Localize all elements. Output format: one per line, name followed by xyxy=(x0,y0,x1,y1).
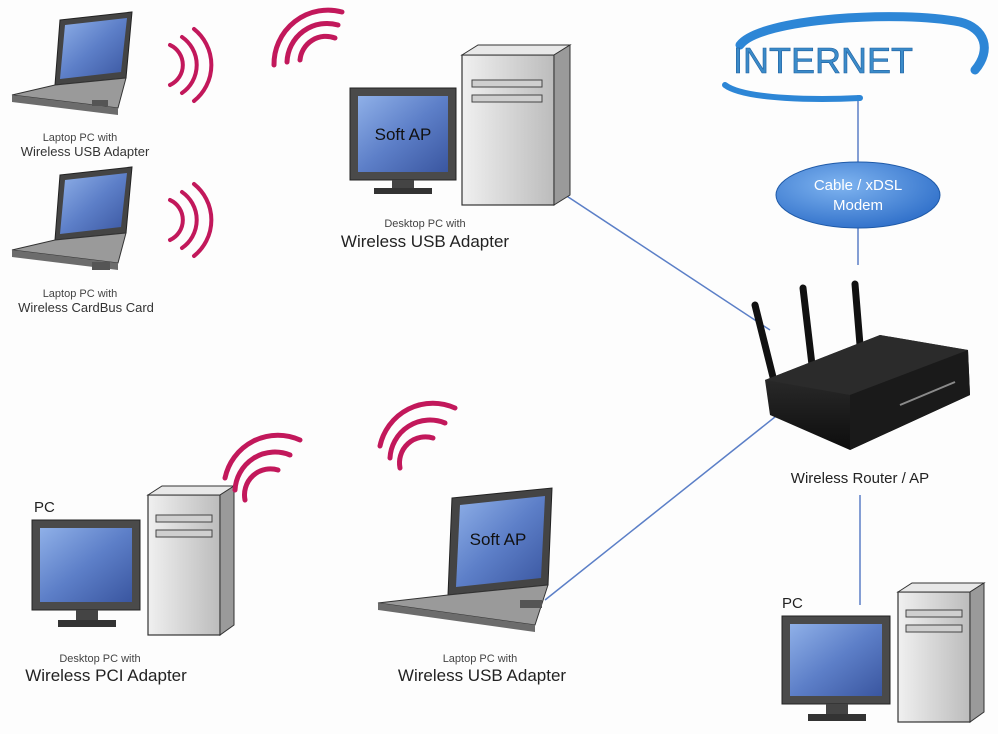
desktop-pci-tag: PC xyxy=(34,499,55,516)
wired-pc-icon xyxy=(781,582,986,723)
laptop-usb-icon xyxy=(11,11,133,115)
softap-desktop-caption-small: Desktop PC with xyxy=(384,218,466,230)
laptop-usb-caption-big: Wireless USB Adapter xyxy=(20,144,150,159)
wired-pc-tag: PC xyxy=(782,595,803,612)
softap-laptop-screen-text: Soft AP xyxy=(470,530,527,549)
laptop-cardbus-icon xyxy=(11,166,133,270)
internet-label: INTERNET xyxy=(733,40,913,81)
wireless-router-icon xyxy=(751,280,970,450)
softap-desktop-screen-text: Soft AP xyxy=(375,125,432,144)
link-laptop-softap-router xyxy=(544,404,791,601)
desktop-pci-caption-big: Wireless PCI Adapter xyxy=(25,666,187,685)
laptop-usb-caption-small: Laptop PC with xyxy=(42,132,118,144)
softap-desktop-icon: Soft AP xyxy=(349,44,572,206)
softap-laptop-caption-small: Laptop PC with xyxy=(442,653,518,665)
router-label: Wireless Router / AP xyxy=(790,470,930,487)
desktop-pci-caption-small: Desktop PC with xyxy=(59,653,141,665)
laptop-cardbus-caption-big: Wireless CardBus Card xyxy=(18,300,154,315)
softap-laptop-icon: Soft AP xyxy=(377,487,553,632)
modem-label-line1: Cable / xDSL xyxy=(814,177,902,194)
laptop-cardbus-caption-small: Laptop PC with xyxy=(42,288,118,300)
internet-logo: INTERNET xyxy=(722,12,989,102)
modem-label-line2: Modem xyxy=(833,197,883,214)
softap-desktop-caption-big: Wireless USB Adapter xyxy=(340,232,510,251)
softap-laptop-caption-big: Wireless USB Adapter xyxy=(397,666,567,685)
signal-waves-icon xyxy=(168,7,458,503)
modem-cloud-icon: Cable / xDSL Modem xyxy=(775,161,941,229)
link-softap-router xyxy=(549,184,771,331)
desktop-pci-icon xyxy=(31,485,236,636)
